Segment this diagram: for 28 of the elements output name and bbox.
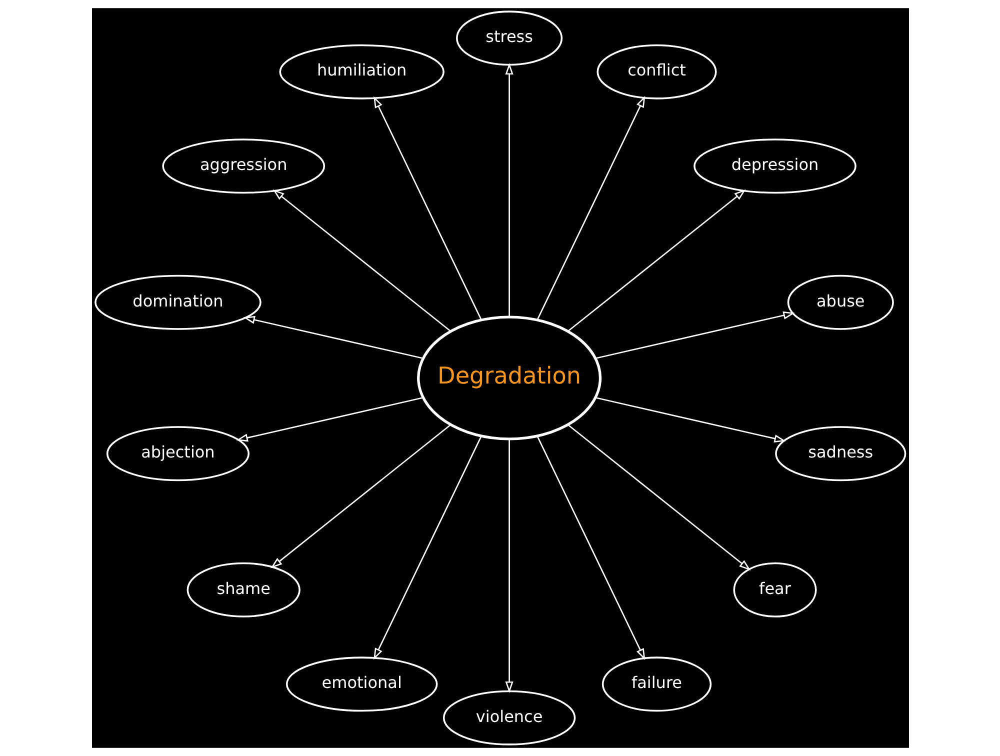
arrow [242, 316, 422, 359]
arrow [567, 424, 750, 570]
arrow [504, 62, 513, 317]
node-ellipse: conflict [596, 44, 716, 100]
node-ellipse: stress [456, 10, 562, 66]
node-ellipse: abuse [786, 274, 894, 330]
arrow [536, 436, 645, 660]
node-ellipse: failure [601, 656, 712, 712]
arrow [504, 439, 513, 694]
arrow [270, 424, 451, 568]
node-ellipse: sadness [774, 426, 906, 482]
arrow [272, 189, 451, 332]
node-ellipse: domination [94, 274, 261, 330]
node-ellipse: Degradation [416, 316, 602, 440]
node-ellipse: aggression [162, 138, 325, 194]
arrow [236, 397, 422, 442]
node-ellipse: depression [693, 138, 856, 194]
node-ellipse: emotional [285, 656, 438, 712]
arrow [373, 436, 482, 660]
arrow [373, 96, 482, 320]
arrow [567, 189, 746, 332]
arrow [595, 311, 794, 359]
arrow [595, 397, 786, 442]
node-ellipse: violence [442, 690, 576, 746]
arrow [536, 96, 645, 320]
node-ellipse: shame [186, 562, 300, 618]
node-ellipse: humiliation [278, 44, 444, 100]
node-ellipse: fear [732, 562, 816, 618]
